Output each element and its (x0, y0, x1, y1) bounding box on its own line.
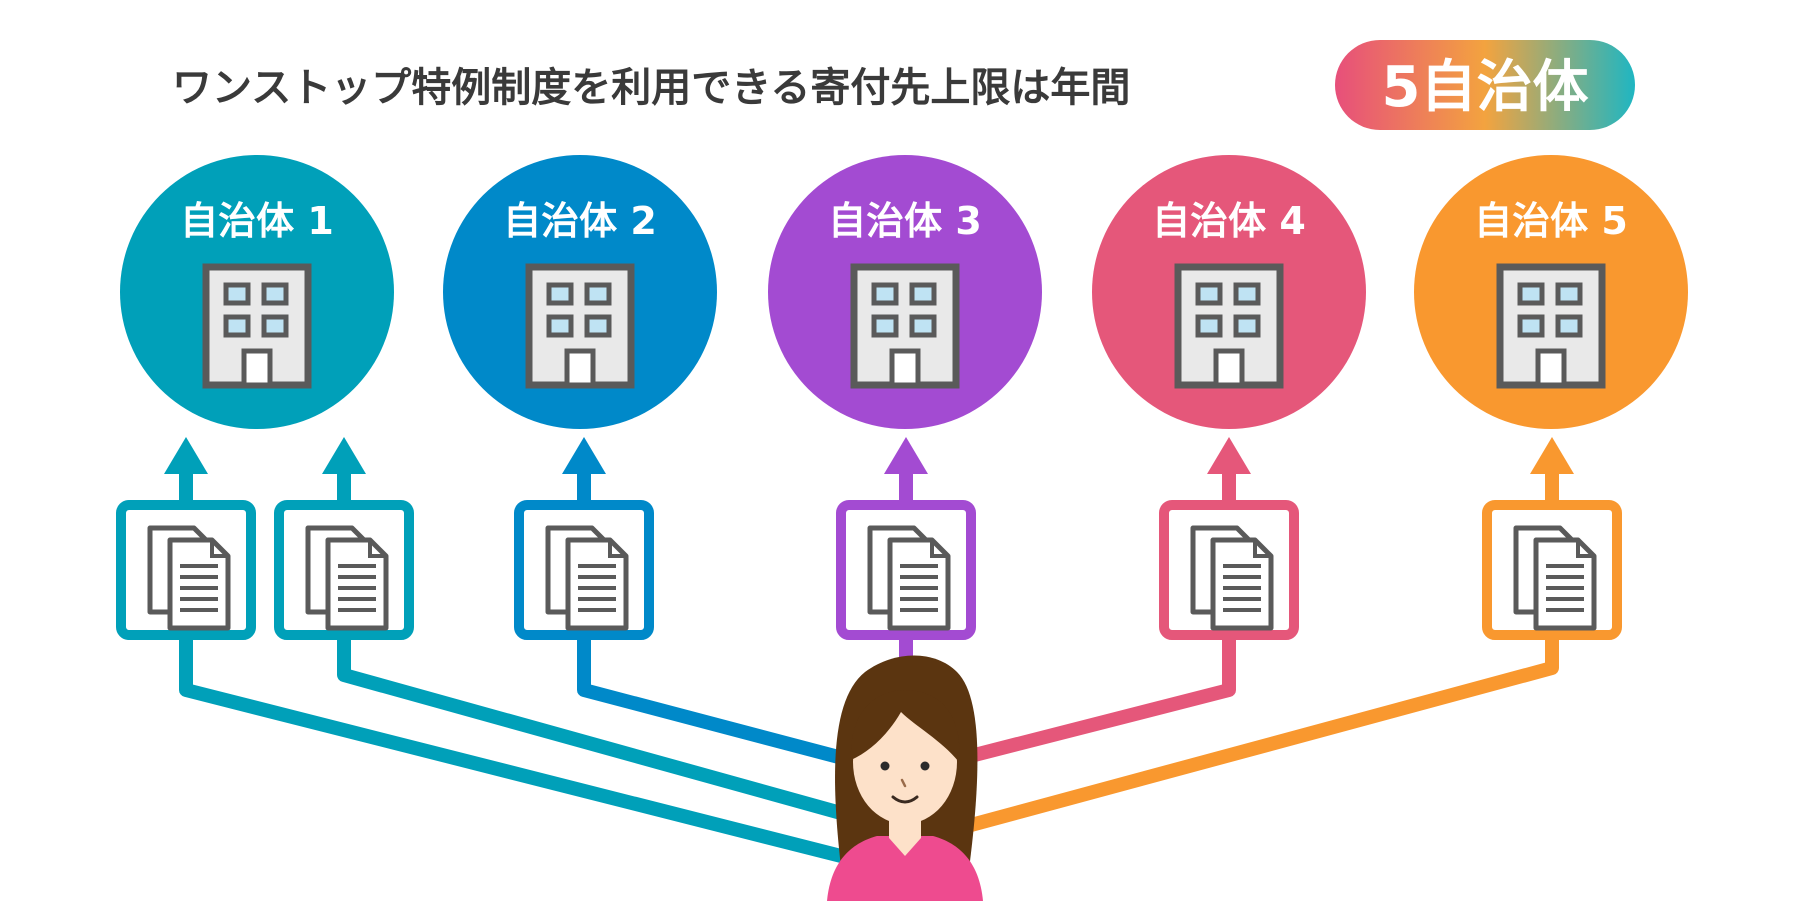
documents-icon (1190, 525, 1274, 631)
title-badge: 5自治体 (1335, 40, 1635, 130)
municipality-label: 自治体 3 (828, 199, 982, 243)
building-icon (1496, 263, 1606, 389)
municipality-2: 自治体 2 (443, 155, 717, 429)
document-box-5 (1159, 500, 1299, 640)
municipality-label: 自治体 2 (503, 199, 657, 243)
arrow-up-icon (164, 437, 208, 502)
building-icon (202, 263, 312, 389)
arrow-up-icon (562, 437, 606, 502)
building-icon (850, 263, 960, 389)
document-box-3 (514, 500, 654, 640)
documents-icon (1513, 525, 1597, 631)
page-title: ワンストップ特例制度を利用できる寄付先上限は年間 (172, 65, 1130, 111)
connection-line-5 (953, 640, 1236, 767)
document-box-2 (274, 500, 414, 640)
documents-icon (305, 525, 389, 631)
documents-icon (545, 525, 629, 631)
connection-line-3 (577, 640, 852, 767)
municipality-label: 自治体 4 (1152, 199, 1306, 243)
arrow-up-icon (1207, 437, 1251, 502)
arrow-up-icon (1530, 437, 1574, 502)
documents-icon (867, 525, 951, 631)
connection-line-2 (337, 640, 850, 822)
building-icon (1174, 263, 1284, 389)
municipality-label: 自治体 1 (180, 199, 334, 243)
municipality-3: 自治体 3 (768, 155, 1042, 429)
municipality-4: 自治体 4 (1092, 155, 1366, 429)
woman-avatar-icon (827, 655, 983, 901)
municipality-1: 自治体 1 (120, 155, 394, 429)
connection-line-6 (958, 640, 1559, 835)
connection-line-1 (179, 640, 847, 864)
arrow-up-icon (322, 437, 366, 502)
municipality-5: 自治体 5 (1414, 155, 1688, 429)
document-box-4 (836, 500, 976, 640)
document-box-1 (116, 500, 256, 640)
arrow-up-icon (884, 437, 928, 502)
documents-icon (147, 525, 231, 631)
document-box-6 (1482, 500, 1622, 640)
municipality-label: 自治体 5 (1474, 199, 1628, 243)
building-icon (525, 263, 635, 389)
badge-text: 5自治体 (1382, 55, 1589, 120)
